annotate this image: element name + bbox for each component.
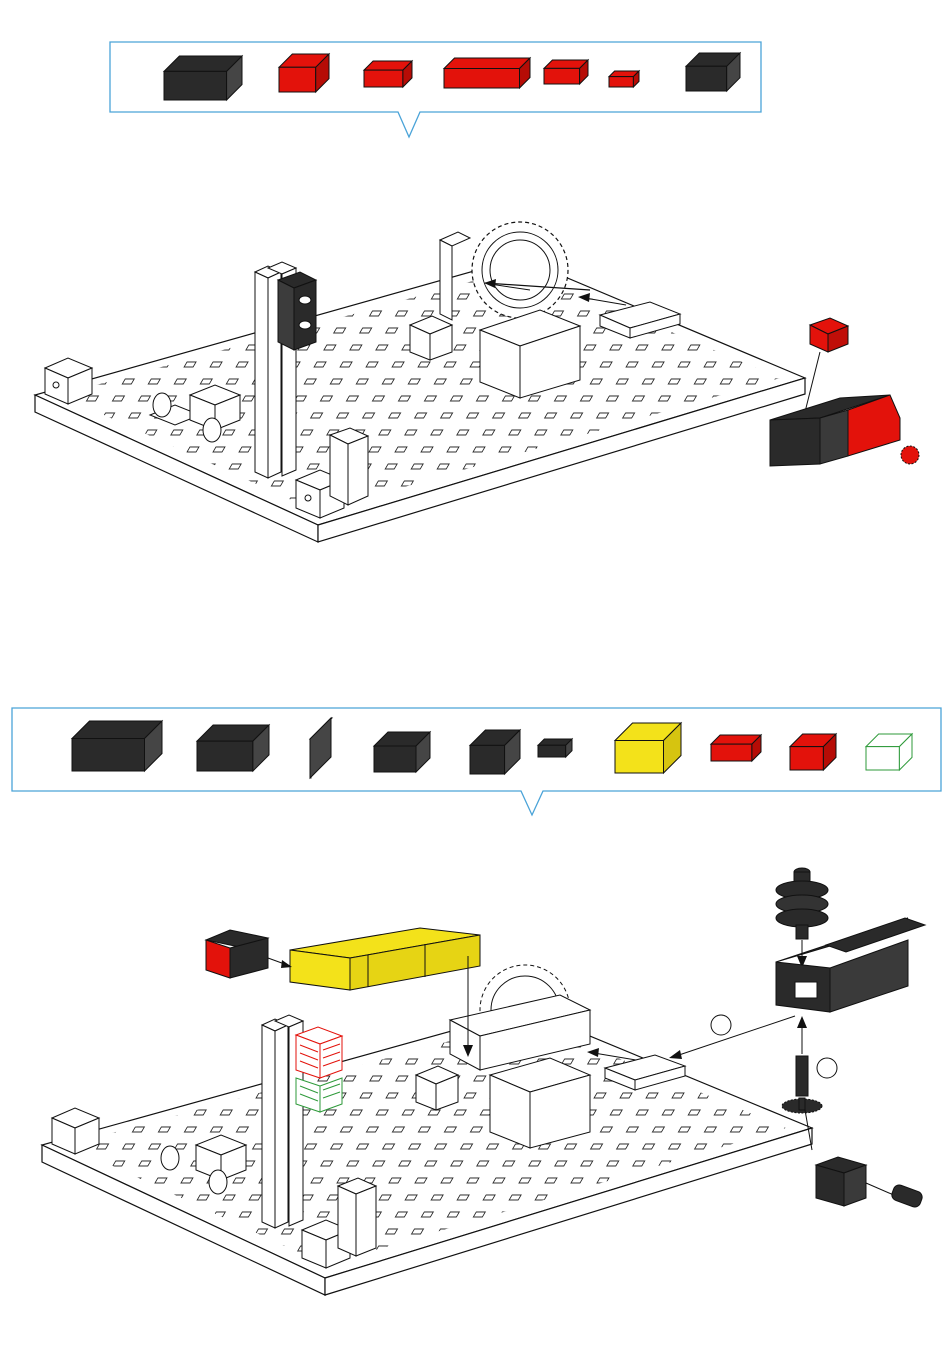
step2-corner-block-left bbox=[52, 1108, 99, 1154]
step1-front-bracket bbox=[330, 428, 368, 505]
building-plate-15-red bbox=[364, 61, 412, 87]
step2-parts-callout bbox=[12, 708, 941, 815]
step2-front-bracket bbox=[338, 1178, 376, 1256]
step2-dark-block-clip bbox=[816, 1157, 924, 1209]
lever-red bbox=[544, 60, 588, 84]
step2-marker-circle-1 bbox=[711, 1015, 731, 1035]
gearbox-dark bbox=[197, 725, 269, 771]
building-block-15-red bbox=[279, 54, 329, 92]
clip-sleeve-dark bbox=[538, 739, 572, 757]
step2-axle-gear bbox=[782, 1016, 822, 1113]
heat-sink-red bbox=[790, 734, 836, 770]
gear-wheel-small-red bbox=[609, 71, 639, 87]
step1-lamp-socket bbox=[278, 272, 316, 350]
building-block-30-dark bbox=[164, 56, 242, 100]
step2-red-dark-block bbox=[206, 930, 292, 978]
step2-model bbox=[42, 868, 925, 1295]
angle-block-red bbox=[444, 58, 530, 88]
lamp-socket-dark bbox=[686, 53, 740, 91]
step1-model bbox=[35, 222, 919, 542]
step1-corner-block-left bbox=[45, 358, 92, 404]
heat-sink-green bbox=[866, 734, 912, 770]
angle-bracket-yellow bbox=[615, 723, 681, 773]
step2-yellow-bracket-row bbox=[290, 928, 480, 990]
step1-parts-callout bbox=[110, 42, 761, 137]
step2-marker-circle-2 bbox=[817, 1058, 837, 1078]
motor-dark bbox=[72, 721, 162, 771]
step2-baseplate bbox=[42, 1010, 812, 1295]
step1-baseplate bbox=[35, 258, 805, 542]
worm-gear-hub bbox=[374, 732, 430, 772]
step2-heat-sink-red bbox=[296, 1027, 342, 1078]
building-plate-red bbox=[711, 735, 761, 761]
